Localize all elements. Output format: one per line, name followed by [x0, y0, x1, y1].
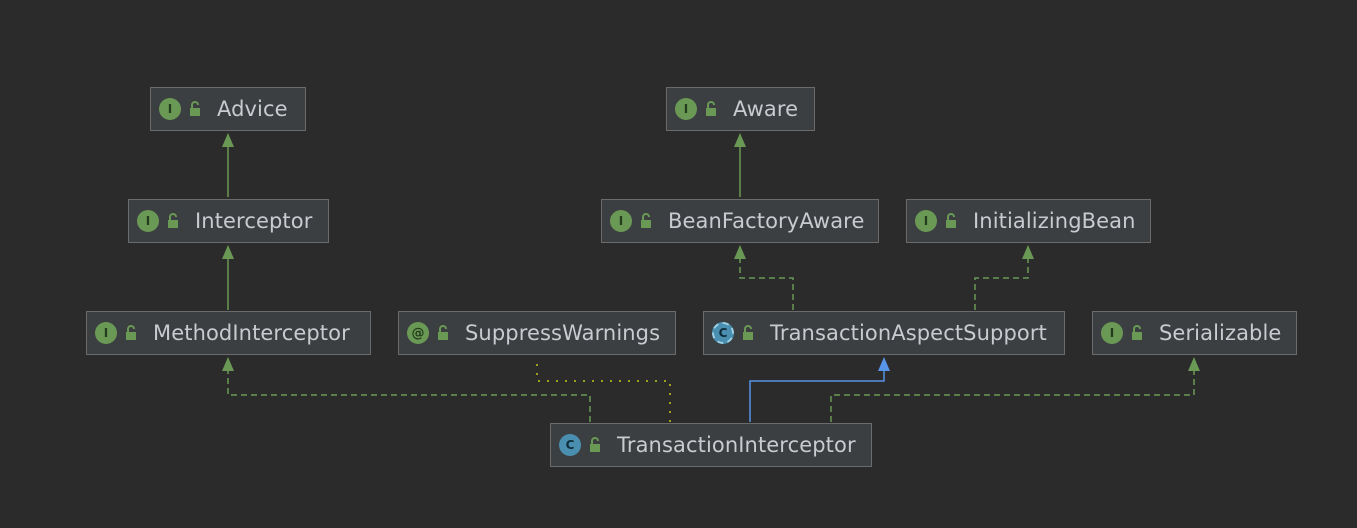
arrowhead-beanfactoryaware — [734, 245, 746, 259]
node-label: Serializable — [1159, 321, 1282, 345]
interface-badge-icon: I — [1101, 322, 1123, 344]
interface-badge-icon: I — [610, 210, 632, 232]
unlock-icon — [743, 325, 753, 340]
node-label: TransactionInterceptor — [617, 433, 856, 457]
interface-badge-icon: I — [137, 210, 159, 232]
edge-ti-suppresswarnings — [536, 358, 671, 422]
node-label: InitializingBean — [973, 209, 1136, 233]
node-label: SuppressWarnings — [465, 321, 661, 345]
arrowhead-serializable — [1188, 357, 1200, 371]
unlock-icon — [946, 213, 956, 228]
edge-ti-serializable — [830, 370, 1195, 422]
abstract-class-badge-icon: C — [712, 322, 734, 344]
edge-tas-beanfactoryaware — [739, 258, 794, 310]
node-label: Aware — [733, 97, 799, 121]
node-advice[interactable]: I Advice — [150, 87, 306, 131]
unlock-icon — [168, 213, 178, 228]
unlock-icon — [126, 325, 136, 340]
interface-badge-icon: I — [95, 322, 117, 344]
arrowhead-advice — [222, 133, 234, 147]
node-method-interceptor[interactable]: I MethodInterceptor — [86, 311, 371, 355]
node-interceptor[interactable]: I Interceptor — [128, 199, 329, 243]
unlock-icon — [438, 325, 448, 340]
unlock-icon — [190, 101, 200, 116]
interface-badge-icon: I — [675, 98, 697, 120]
class-badge-icon: C — [559, 434, 581, 456]
arrowhead-methodinterceptor — [222, 357, 234, 371]
node-aware[interactable]: I Aware — [666, 87, 815, 131]
unlock-icon — [641, 213, 651, 228]
arrowhead-initializingbean — [1022, 245, 1034, 259]
unlock-icon — [1132, 325, 1142, 340]
arrowhead-aware — [734, 133, 746, 147]
node-suppress-warnings[interactable]: @ SuppressWarnings — [398, 311, 676, 355]
edge-ti-methodinterceptor — [227, 370, 591, 422]
interface-badge-icon: I — [159, 98, 181, 120]
node-bean-factory-aware[interactable]: I BeanFactoryAware — [601, 199, 879, 243]
node-serializable[interactable]: I Serializable — [1092, 311, 1297, 355]
unlock-icon — [706, 101, 716, 116]
node-label: MethodInterceptor — [153, 321, 350, 345]
interface-badge-icon: I — [915, 210, 937, 232]
node-transaction-aspect-support[interactable]: C TransactionAspectSupport — [703, 311, 1065, 355]
edge-tas-initializingbean — [974, 258, 1029, 310]
node-label: Interceptor — [195, 209, 313, 233]
node-label: Advice — [217, 97, 288, 121]
unlock-icon — [590, 437, 600, 452]
arrowhead-transactionaspectsupport — [878, 357, 890, 371]
node-initializing-bean[interactable]: I InitializingBean — [906, 199, 1151, 243]
node-label: TransactionAspectSupport — [770, 321, 1047, 345]
annotation-badge-icon: @ — [407, 322, 429, 344]
edge-ti-transactionaspectsupport — [749, 370, 885, 422]
arrowhead-interceptor — [222, 245, 234, 259]
node-label: BeanFactoryAware — [668, 209, 865, 233]
node-transaction-interceptor[interactable]: C TransactionInterceptor — [550, 423, 872, 467]
